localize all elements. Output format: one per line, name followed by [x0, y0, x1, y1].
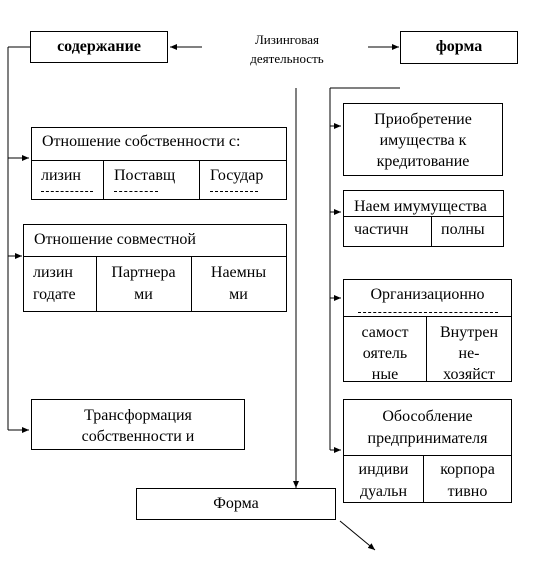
organization-cell-2: Внутрен не- хозяйст: [427, 322, 511, 382]
organization-cell-1-line3: ные: [371, 366, 399, 382]
bottom-form-label: Форма: [213, 495, 259, 512]
organization-cell-2-line2: не-: [458, 345, 480, 362]
joint-cell-3: Наемны ми: [191, 262, 286, 306]
transform-line1: Трансформация: [84, 407, 192, 424]
center-title-line1: Лизинговая: [254, 32, 320, 47]
separation-cell-2-line1: корпора: [440, 461, 495, 478]
joint-cell-3-line1: Наемны: [210, 264, 267, 281]
separation-line2: предпринимателя: [367, 430, 488, 447]
joint-cell-1: лизин годате: [33, 262, 76, 306]
ownership-title: Отношение собственности с:: [42, 133, 241, 150]
transform-box: Трансформация собственности и: [31, 399, 245, 450]
content-box-label: содержание: [57, 38, 141, 55]
separation-cell-2: корпора тивно: [424, 459, 511, 503]
lease-cell-2: полны: [441, 221, 485, 238]
lease-box: Наем имумущества частичн полны: [343, 190, 504, 247]
acquisition-line1: Приобретение: [374, 111, 472, 128]
separation-box: Обособление предпринимателя индиви дуаль…: [343, 399, 512, 503]
ownership-cell-1-cut: [41, 191, 93, 192]
organization-cell-1-line2: оятель: [362, 345, 408, 362]
organization-box: Организационно самост оятель ные Внутрен…: [343, 279, 512, 382]
ownership-cell-2-cut: [114, 191, 158, 192]
separation-cell-1-line1: индиви: [358, 461, 409, 478]
acquisition-line2: имущества к: [379, 132, 467, 149]
arrow-bottom-diagonal: [339, 520, 376, 551]
organization-title-cut: [358, 312, 498, 313]
acquisition-text: Приобретение имущества к кредитование: [344, 109, 502, 172]
lease-title: Наем имумущества: [354, 198, 487, 215]
ownership-cell-3: Государ: [210, 167, 264, 184]
organization-cell-1: самост оятель ные: [344, 322, 426, 382]
joint-cell-2-line2: ми: [134, 286, 153, 303]
transform-text: Трансформация собственности и: [32, 405, 244, 447]
joint-cell-1-line1: лизин: [33, 264, 73, 281]
organization-cell-1-line1: самост: [361, 324, 409, 341]
organization-cell-2-line1: Внутрен: [439, 324, 499, 341]
acquisition-line3: кредитование: [376, 153, 470, 170]
acquisition-box: Приобретение имущества к кредитование: [343, 103, 503, 176]
ownership-cell-3-cut: [210, 191, 258, 192]
separation-line1: Обособление: [382, 408, 473, 425]
separation-text: Обособление предпринимателя: [344, 406, 511, 450]
ownership-cell-1: лизин: [41, 167, 81, 184]
form-box-label: форма: [435, 38, 483, 55]
joint-box: Отношение совместной лизин годате Партне…: [23, 224, 287, 312]
transform-line2: собственности и: [81, 428, 195, 445]
ownership-cell-2: Поставщ: [114, 167, 176, 184]
joint-cell-3-line2: ми: [229, 286, 248, 303]
ownership-box: Отношение собственности с: лизин Поставщ…: [31, 127, 287, 200]
lease-cell-1: частичн: [354, 221, 409, 238]
separation-cell-1: индиви дуальн: [344, 459, 423, 503]
joint-title: Отношение совместной: [34, 231, 196, 248]
center-title-line2: деятельность: [250, 51, 324, 66]
organization-title: Организационно: [370, 286, 485, 303]
bottom-form-box: Форма: [136, 488, 336, 520]
joint-cell-1-line2: годате: [33, 286, 76, 303]
form-box: форма: [400, 31, 518, 64]
organization-cell-2-line3: хозяйст: [443, 366, 495, 382]
separation-cell-1-line2: дуальн: [359, 483, 407, 500]
content-box: содержание: [30, 31, 168, 63]
joint-cell-2: Партнера ми: [96, 262, 191, 306]
joint-cell-2-line1: Партнера: [111, 264, 176, 281]
center-title: Лизинговая деятельность: [222, 30, 352, 68]
separation-cell-2-line2: тивно: [447, 483, 488, 500]
